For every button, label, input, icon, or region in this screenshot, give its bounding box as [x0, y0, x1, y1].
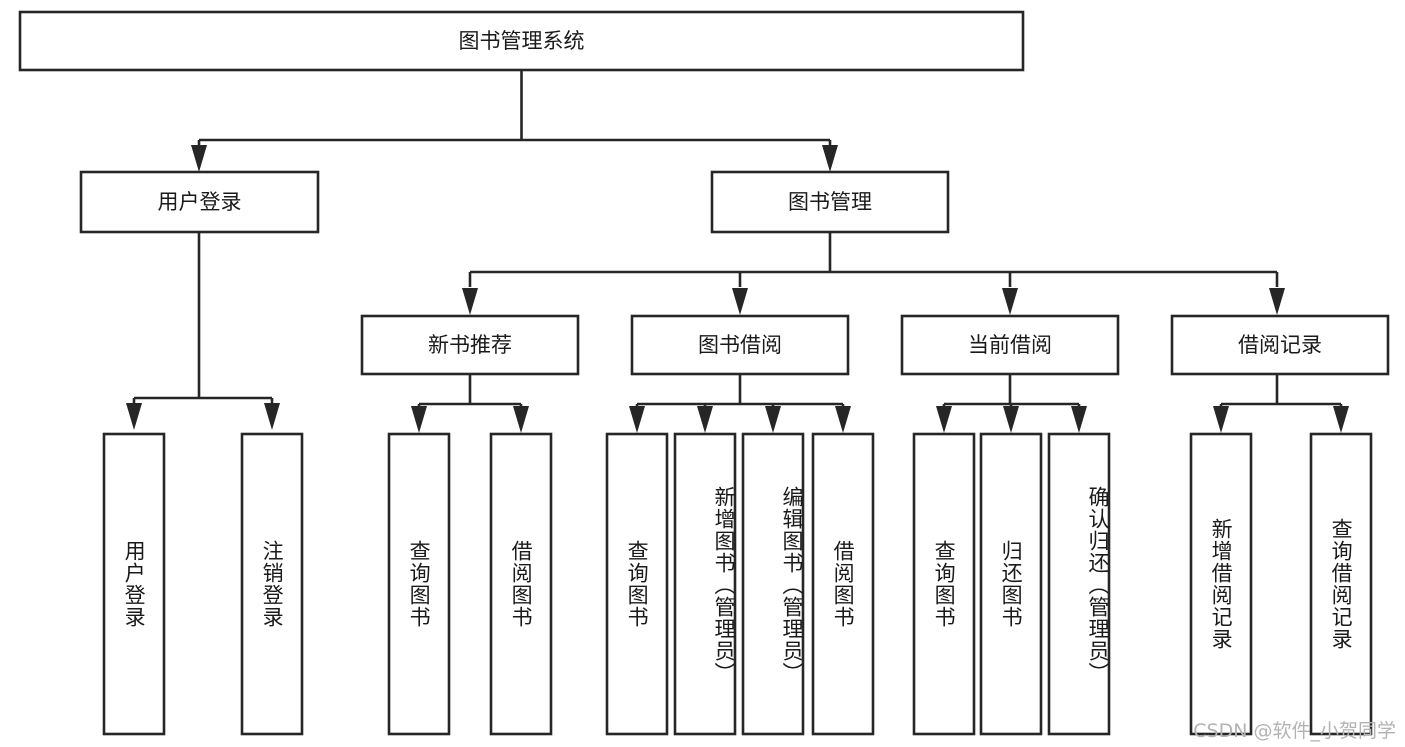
node-leaf-user-login-box[interactable] — [102, 432, 166, 736]
arrow-head-to-book-management — [822, 145, 838, 172]
arrow-head-to-leaf-edit-book — [765, 406, 781, 433]
node-leaf-logout-login-box[interactable] — [240, 432, 304, 736]
arrow-head-to-leaf-query-book-3 — [936, 406, 952, 433]
csdn-watermark: CSDN @软件_小贺同学 — [1193, 720, 1396, 742]
arrow-head-to-leaf-logout-login — [264, 403, 280, 430]
arrow-head-to-leaf-return-book — [1003, 406, 1019, 433]
node-borrow-record-label: 借阅记录 — [1238, 333, 1322, 357]
node-borrow-record-box[interactable] — [1170, 314, 1390, 376]
arrow-head-to-user-login — [191, 145, 207, 172]
node-user-login-box[interactable] — [79, 170, 320, 234]
connector-book-management-bus — [468, 232, 1279, 287]
node-root-box[interactable] — [18, 10, 1025, 72]
arrow-head-to-leaf-confirm-return — [1071, 406, 1087, 433]
arrow-head-to-leaf-query-book-2 — [629, 406, 645, 433]
node-book-management-box[interactable] — [710, 170, 950, 234]
arrow-head-to-borrow-record — [1269, 288, 1285, 315]
connector-root-to-level1 — [197, 70, 832, 163]
node-leaf-query-book-3-box[interactable] — [912, 432, 976, 736]
node-leaf-borrow-book-2-box[interactable] — [811, 432, 875, 736]
node-leaf-query-borrow-record-box[interactable] — [1309, 432, 1373, 736]
node-leaf-borrow-book-1-box[interactable] — [489, 432, 553, 736]
arrow-head-to-leaf-borrow-book-1 — [513, 406, 529, 433]
node-leaf-add-borrow-record-box[interactable] — [1189, 432, 1253, 736]
node-book-borrow[interactable]: 图书借阅 — [630, 314, 850, 376]
node-leaf-confirm-return-box[interactable] — [1047, 432, 1111, 736]
node-user-login[interactable]: 用户登录 — [79, 170, 320, 234]
node-current-borrow-label: 当前借阅 — [968, 333, 1052, 357]
node-leaf-query-book-2-box[interactable] — [605, 432, 669, 736]
node-new-book-recommend-box[interactable] — [360, 314, 580, 376]
node-leaf-add-book-box[interactable] — [673, 432, 737, 736]
arrow-head-to-current-borrow — [1002, 288, 1018, 315]
arrow-head-to-leaf-borrow-book-2 — [835, 406, 851, 433]
connector-borrow-record-bus — [1219, 374, 1343, 418]
node-root-label: 图书管理系统 — [459, 29, 585, 53]
node-borrow-record[interactable]: 借阅记录 — [1170, 314, 1390, 376]
node-leaf-query-book-1-box[interactable] — [387, 432, 451, 736]
node-current-borrow-box[interactable] — [900, 314, 1120, 376]
node-book-management-label: 图书管理 — [788, 190, 872, 214]
node-book-borrow-box[interactable] — [630, 314, 850, 376]
node-current-borrow[interactable]: 当前借阅 — [900, 314, 1120, 376]
node-root[interactable]: 图书管理系统 — [18, 10, 1025, 72]
arrow-head-to-new-book-recommend — [462, 288, 478, 315]
connector-layer — [126, 70, 1349, 433]
arrow-head-to-leaf-add-book — [697, 406, 713, 433]
node-new-book-recommend-label: 新书推荐 — [428, 333, 512, 357]
node-book-borrow-label: 图书借阅 — [698, 333, 782, 357]
arrow-head-to-book-borrow — [732, 288, 748, 315]
arrow-head-to-leaf-query-borrow-record — [1333, 406, 1349, 433]
node-user-login-label: 用户登录 — [158, 190, 242, 214]
arrow-head-to-leaf-query-book-1 — [411, 406, 427, 433]
arrow-head-to-leaf-user-login — [126, 403, 142, 430]
node-new-book-recommend[interactable]: 新书推荐 — [360, 314, 580, 376]
node-leaf-return-book-box[interactable] — [979, 432, 1043, 736]
connector-book-borrow-bus — [635, 374, 845, 418]
arrow-head-to-leaf-add-borrow-record — [1213, 406, 1229, 433]
connector-new-book-recommend-bus — [417, 374, 523, 418]
node-book-management[interactable]: 图书管理 — [710, 170, 950, 234]
connector-user-login-bus — [132, 232, 274, 418]
node-leaf-edit-book-box[interactable] — [741, 432, 805, 736]
